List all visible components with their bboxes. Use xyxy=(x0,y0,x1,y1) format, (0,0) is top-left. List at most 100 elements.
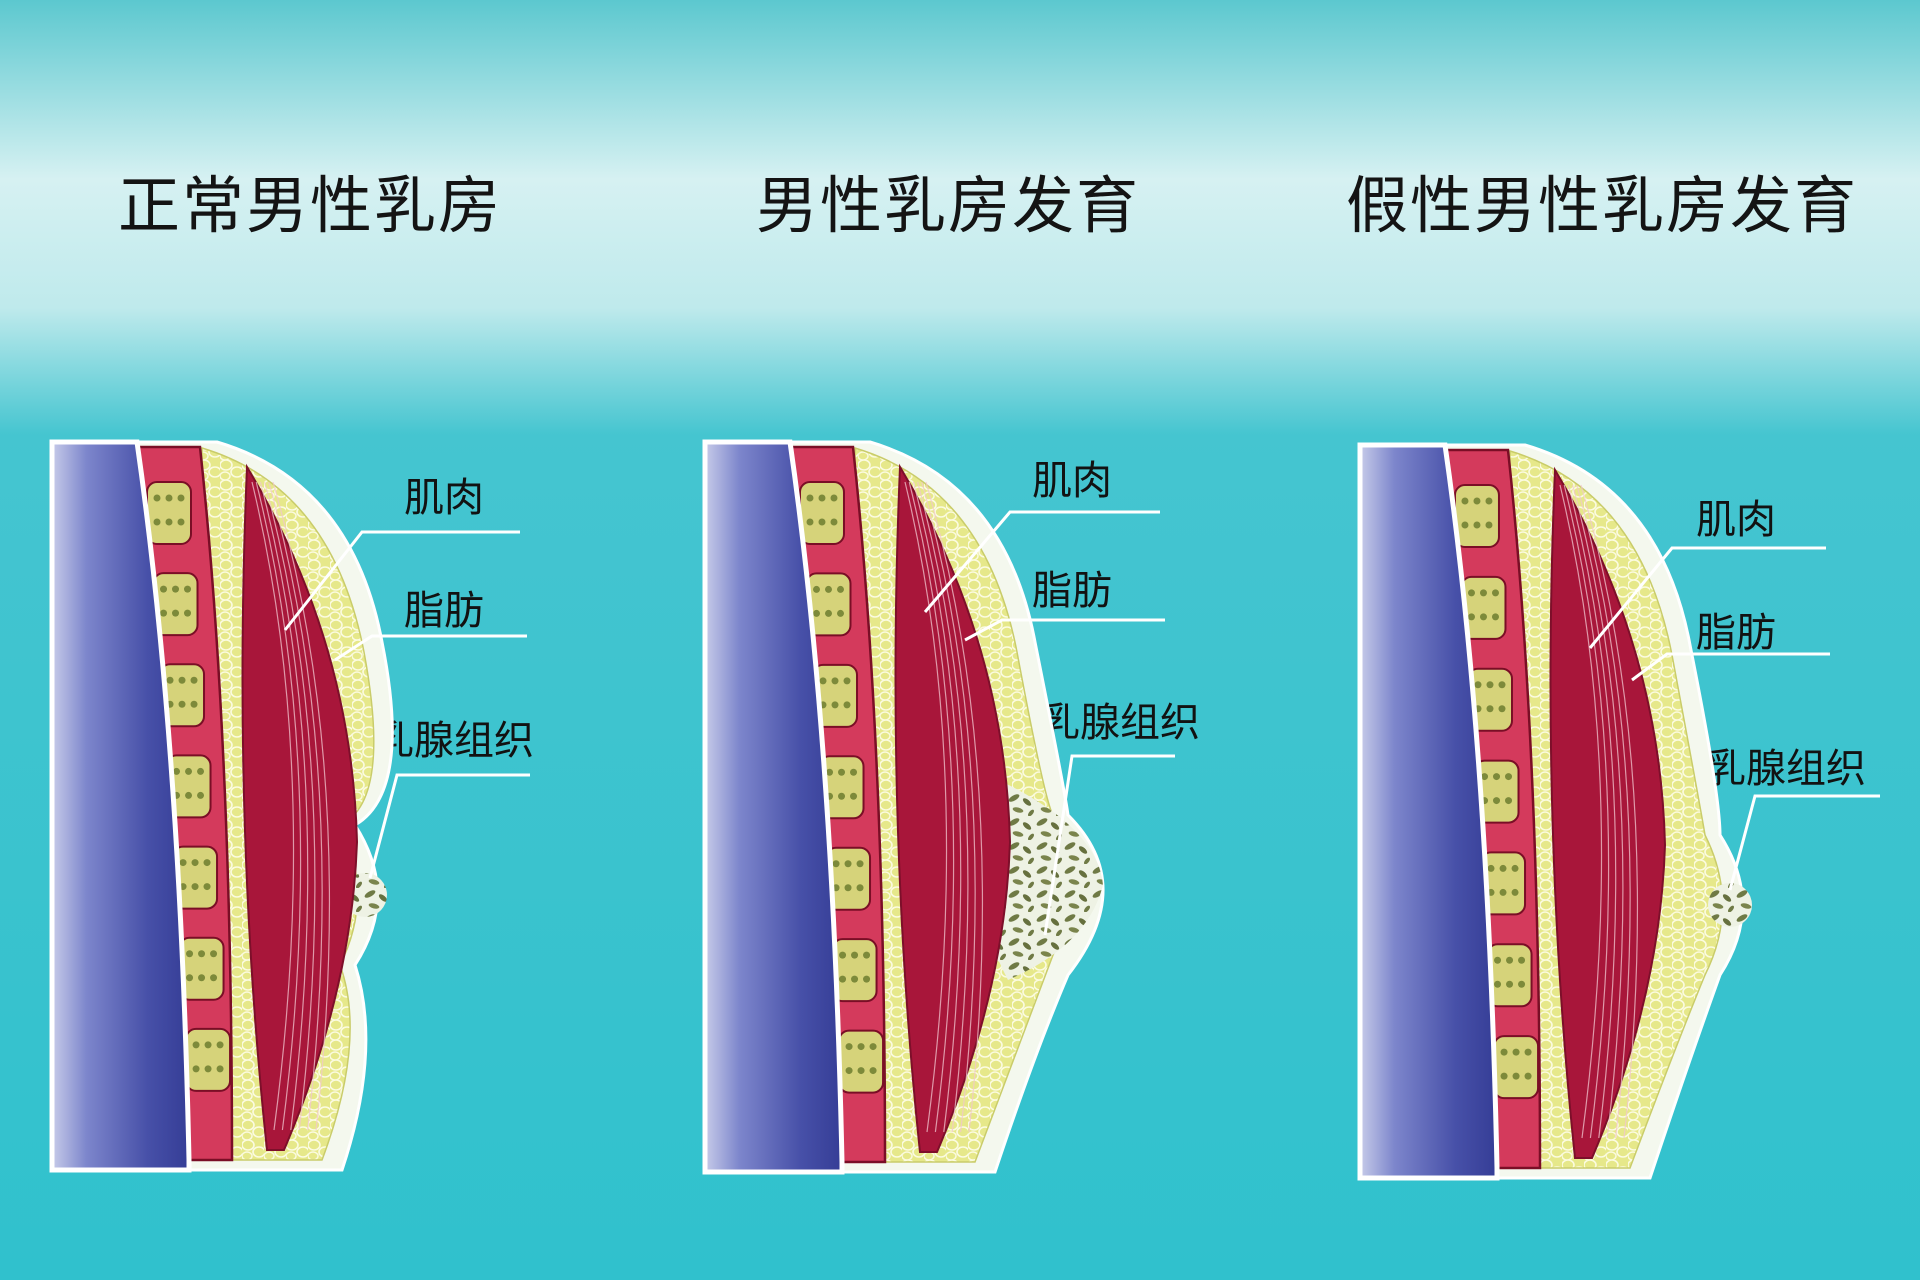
panel-1-rib-marrow-dot xyxy=(178,676,186,684)
panel-3-rib-marrow-dot xyxy=(1491,589,1499,597)
panel-2-cross-section xyxy=(702,439,1175,1175)
panel-1-rib-marrow-dot xyxy=(192,1041,200,1049)
panel-3-rib-marrow-dot xyxy=(1474,681,1482,689)
panel-2-rib-marrow-dot xyxy=(869,1043,877,1051)
panel-2-rib-marrow-dot xyxy=(812,609,820,617)
panel-2-leader-line-muscle xyxy=(923,510,1160,613)
panel-2-rib-marrow-dot xyxy=(839,975,847,983)
panel-1-rib-marrow-dot xyxy=(216,1041,224,1049)
panel-3-muscle-fibre xyxy=(1567,484,1617,1139)
panel-1-cross-section xyxy=(49,439,530,1173)
panel-3-rib-marrow-dot xyxy=(1505,773,1513,781)
panel-2-rib-marrow-dot xyxy=(826,768,834,776)
panel-2-rib-marrow-dot xyxy=(806,518,814,526)
panel-1-label-muscle: 肌肉 xyxy=(404,475,484,521)
panel-1-rib-marrow-dot xyxy=(178,700,186,708)
panel-2-rib-marrow-dot xyxy=(806,494,814,502)
panel-2-rib-marrow-dot xyxy=(831,677,839,685)
panel-2-rib-marrow-dot xyxy=(850,768,858,776)
panel-1-rib-marrow-dot xyxy=(197,767,205,775)
panel-3-rib-marrow-dot xyxy=(1524,1072,1532,1080)
panel-2-rib-marrow-dot xyxy=(850,792,858,800)
panel-1-rib-marrow-dot xyxy=(186,950,194,958)
panel-3-rib-marrow-dot xyxy=(1486,681,1494,689)
panel-1-rib-marrow-dot xyxy=(165,494,173,502)
panel-1-rib-marrow-dot xyxy=(190,676,198,684)
panel-1-rib-marrow-dot xyxy=(185,791,193,799)
panel-3-rib-marrow-dot xyxy=(1498,681,1506,689)
panel-2-muscle-fibre xyxy=(925,481,984,1133)
panel-3-rib-marrow-dot xyxy=(1498,705,1506,713)
panel-3-label-gland: 乳腺组织 xyxy=(1706,746,1866,792)
panel-3-rib-marrow-dot xyxy=(1486,705,1494,713)
panel-2-rib-marrow-dot xyxy=(818,494,826,502)
panel-1-leader-line-muscle xyxy=(283,530,520,631)
panel-3-leader-line-gland xyxy=(1728,794,1880,891)
panel-3-leader-line-fat xyxy=(1631,652,1830,682)
panel-1-chest-wall xyxy=(49,439,192,1173)
panel-1-muscle-fibre xyxy=(264,481,316,1131)
panel-1-rib-marrow-dot xyxy=(197,791,205,799)
panel-1-rib-marrow-dot xyxy=(185,767,193,775)
panel-1-label-gland: 乳腺组织 xyxy=(374,718,534,764)
panel-2-rib-marrow-dot xyxy=(857,1067,865,1075)
panel-1-muscle-fibre xyxy=(259,481,309,1131)
panel-3-rib-marrow-dot xyxy=(1485,521,1493,529)
panel-1-muscle-fibre xyxy=(251,481,295,1131)
panel-2-rib-marrow-dot xyxy=(843,677,851,685)
panel-1-rib-marrow-dot xyxy=(198,974,206,982)
panel-2-rib-marrow-dot xyxy=(844,884,852,892)
panel-3-rib-marrow-dot xyxy=(1461,521,1469,529)
panel-2-rib-marrow-dot xyxy=(863,975,871,983)
panel-1-rib-marrow-dot xyxy=(160,609,168,617)
panel-3-muscle-fibre xyxy=(1580,484,1639,1139)
panel-3-rib-marrow-dot xyxy=(1512,1048,1520,1056)
panel-3-rib-marrow-dot xyxy=(1473,521,1481,529)
panel-3-rib-marrow-dot xyxy=(1500,1072,1508,1080)
panel-2-rib-marrow-dot xyxy=(856,884,864,892)
panel-3-muscle-fibre xyxy=(1563,484,1610,1139)
panel-1-rib-marrow-dot xyxy=(191,883,199,891)
panel-2-muscle-fibre xyxy=(921,481,976,1133)
panel-2-rib-marrow-dot xyxy=(812,585,820,593)
panel-2-title: 男性乳房发育 xyxy=(756,169,1141,242)
panel-3-rib-marrow-dot xyxy=(1487,864,1495,872)
panel-3-cross-section xyxy=(1357,442,1880,1181)
panel-1-rib-marrow-dot xyxy=(216,1065,224,1073)
panel-3-title: 假性男性乳房发育 xyxy=(1346,169,1859,242)
panel-3-rib-marrow-dot xyxy=(1506,980,1514,988)
panel-2-rib-marrow-dot xyxy=(851,975,859,983)
panel-1-rib-marrow-dot xyxy=(177,518,185,526)
panel-1-leader-line-fat xyxy=(334,634,527,662)
panel-2-rib-marrow-dot xyxy=(843,701,851,709)
panel-2-leader-line-gland xyxy=(1043,754,1175,936)
panel-2-rib-marrow-dot xyxy=(839,951,847,959)
panel-2-rib xyxy=(798,481,845,545)
panel-2-rib-marrow-dot xyxy=(845,1067,853,1075)
panel-2-rib-marrow-dot xyxy=(863,951,871,959)
panel-3-rib-marrow-dot xyxy=(1506,956,1514,964)
panel-1-rib-marrow-dot xyxy=(198,950,206,958)
panel-2-rib-marrow-dot xyxy=(845,1043,853,1051)
panel-2-rib-marrow-dot xyxy=(857,1043,865,1051)
panel-3-label-fat: 脂肪 xyxy=(1696,610,1776,656)
panel-1-rib-marrow-dot xyxy=(184,609,192,617)
panel-1-rib-marrow-dot xyxy=(160,585,168,593)
panel-3-rib-marrow-dot xyxy=(1518,980,1526,988)
panel-1-rib-marrow-dot xyxy=(186,974,194,982)
panel-3-rib-marrow-dot xyxy=(1467,613,1475,621)
panel-1-rib-marrow-dot xyxy=(191,859,199,867)
panel-3-muscle-fibre xyxy=(1559,484,1603,1139)
panel-2-muscle-fibre xyxy=(908,481,955,1133)
panel-1-muscle-fibre xyxy=(268,481,323,1131)
panel-3-gland-tissue xyxy=(1708,883,1752,927)
panel-2-rib-marrow-dot xyxy=(824,585,832,593)
panel-3-rib-marrow-dot xyxy=(1491,613,1499,621)
panel-2-rib-marrow-dot xyxy=(851,951,859,959)
panel-3-rib-marrow-dot xyxy=(1494,956,1502,964)
panel-2-label-fat: 脂肪 xyxy=(1032,568,1112,614)
panel-2-rib-marrow-dot xyxy=(836,609,844,617)
panel-1-rib-marrow-dot xyxy=(203,859,211,867)
panel-3-rib-marrow-dot xyxy=(1494,980,1502,988)
